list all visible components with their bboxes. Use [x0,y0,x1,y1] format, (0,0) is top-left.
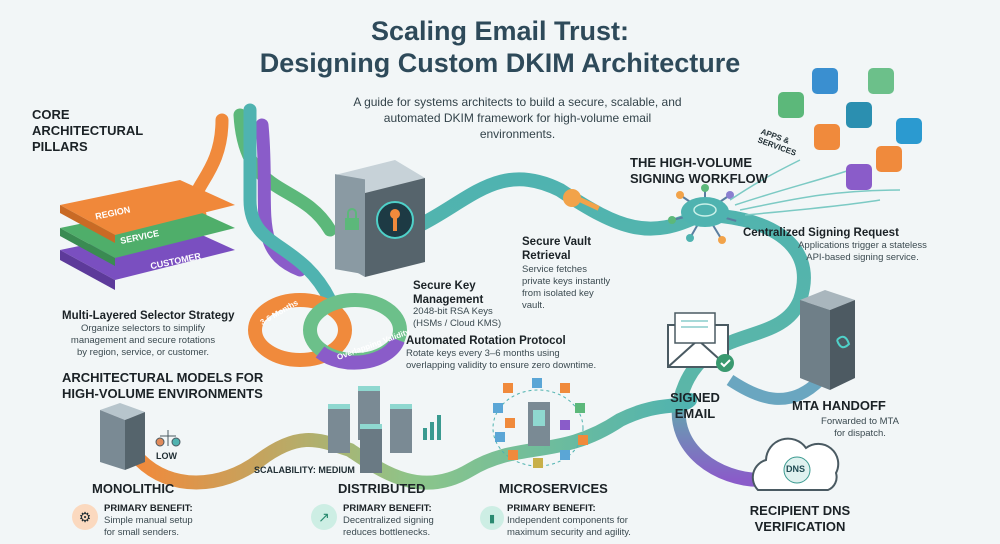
key-icon [563,189,600,211]
model-microservices-title: MICROSERVICES [499,481,608,496]
distributed-servers-icon [328,386,412,473]
signing-request-title: Centralized Signing Request [743,227,899,239]
scalability-label: SCALABILITY: MEDIUM [254,465,355,475]
scale-icon [155,430,181,447]
benefit-text: Independent components for maximum secur… [507,515,631,538]
app-connector-lines [729,159,901,216]
model-distributed-benefit: PRIMARY BENEFIT:Decentralized signing re… [343,503,448,539]
models-heading: ARCHITECTURAL MODELS FOR HIGH-VOLUME ENV… [62,370,264,401]
app-icons [778,68,922,190]
rotation-title: Automated Rotation Protocol [406,335,566,347]
selector-title: Multi-Layered Selector Strategy [62,310,235,322]
dns-cloud-icon [751,437,840,491]
benefit-label: PRIMARY BENEFIT: [104,503,193,514]
key-vault-icon [335,160,425,277]
model-distributed-title: DISTRIBUTED [338,481,426,496]
trend-up-icon: ↗ [311,504,337,530]
mta-desc: Forwarded to MTA for dispatch. [821,416,899,439]
model-monolithic-title: MONOLITHIC [92,481,175,496]
rotation-desc: Rotate keys every 3–6 months using overl… [406,348,597,371]
signing-hub-icon [668,184,744,244]
low-label: LOW [156,451,177,461]
signing-request-desc: Applications trigger a stateless API-bas… [798,240,927,263]
mta-title: MTA HANDOFF [792,398,886,413]
hand-gear-icon: ⚙ [72,504,98,530]
benefit-text: Decentralized signing reduces bottleneck… [343,515,434,538]
bar-chart-icon [423,415,441,440]
monolithic-server-icon [100,403,145,470]
signed-email-icon [667,312,734,372]
page-title-line2: Designing Custom DKIM Architecture [259,48,741,78]
dns-title: RECIPIENT DNS VERIFICATION [749,503,851,534]
rotation-rings-icon [248,293,407,370]
model-monolithic-benefit: PRIMARY BENEFIT:Simple manual setup for … [104,503,204,539]
vault-retrieval-desc: Service fetches private keys instantly f… [522,264,611,311]
benefit-label: PRIMARY BENEFIT: [507,503,596,514]
selector-desc: Organize selectors to simplify managemen… [70,323,216,358]
benefit-text: Simple manual setup for small senders. [104,515,193,538]
vault-retrieval-title: Secure Vault Retrieval [522,236,592,262]
signed-email-label: SIGNED EMAIL [670,390,720,421]
models-path [133,393,697,490]
key-mgmt-desc: 2048-bit RSA Keys (HSMs / Cloud KMS) [413,306,502,329]
page-subtitle: A guide for systems architects to build … [353,95,682,141]
mta-server-icon [800,290,855,390]
workflow-heading: THE HIGH-VOLUME SIGNING WORKFLOW [630,155,768,186]
benefit-label: PRIMARY BENEFIT: [343,503,432,514]
dns-badge: DNS [786,464,806,474]
model-microservices-benefit: PRIMARY BENEFIT:Independent components f… [507,503,647,539]
bar-chart-icon: ▮ [480,506,504,530]
page-title-line1: Scaling Email Trust: [370,16,630,46]
microservices-icon [492,378,588,468]
selector-layer-stack [60,180,235,290]
key-mgmt-title: Secure Key Management [413,280,484,306]
pillars-heading: CORE ARCHITECTURAL PILLARS [32,107,143,154]
